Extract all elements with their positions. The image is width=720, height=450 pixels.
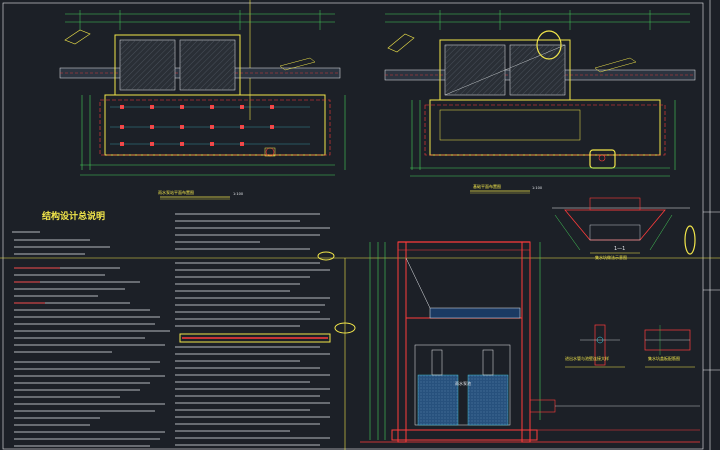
detail-cover-title: 集水坑盖板配筋图	[648, 356, 680, 361]
left-plan	[59, 10, 346, 200]
detail-sump-title: 集水坑做法示意图	[595, 255, 627, 260]
right-plan	[384, 10, 696, 194]
left-plan-title: 雨水泵站平面布置图	[158, 190, 194, 195]
notes-text-lines	[12, 231, 170, 447]
left-plan-scale: 1:100	[233, 192, 244, 196]
detail-cover	[644, 325, 695, 368]
detail-pipe	[565, 324, 625, 368]
section-drawing	[360, 241, 700, 443]
section-label: 1—1	[614, 246, 626, 252]
right-plan-scale: 1:100	[532, 186, 543, 190]
detail-sump	[552, 197, 696, 255]
detail-pipe-title: 进出水管与池壁连接大样	[565, 356, 609, 361]
right-plan-title: 基础平面布置图	[473, 184, 501, 189]
notes-title: 结构设计总说明	[42, 212, 106, 222]
notes-text-lines-col2	[175, 213, 330, 446]
pool-label: 雨水泵池	[455, 381, 471, 386]
